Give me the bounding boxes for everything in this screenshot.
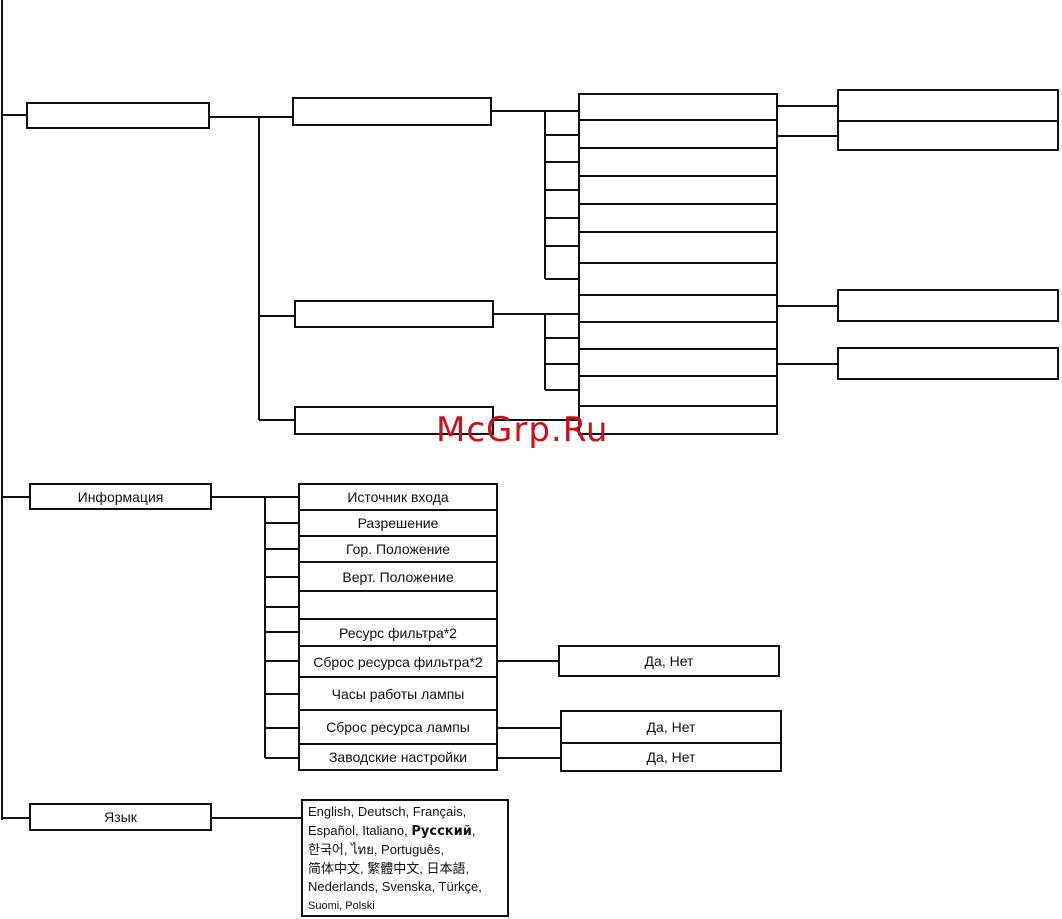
language-list-line: Suomi, Polski xyxy=(308,899,375,912)
language-list-line: 简体中文, 繁體中文, 日本語, xyxy=(308,860,470,876)
info-item-filter-hours: Ресурс фильтра*2 xyxy=(298,618,498,647)
filter-reset-options: Да, Нет xyxy=(558,645,780,677)
info-item-lamp-hours: Часы работы лампы xyxy=(298,676,498,711)
info-item-input-source: Источник входа xyxy=(298,483,498,511)
info-item-resolution: Разрешение xyxy=(298,509,498,537)
menu-item-level2-a xyxy=(292,97,492,126)
submenu-a-item-4 xyxy=(578,175,778,205)
submenu-a-item-3 xyxy=(578,147,778,177)
info-item-factory-settings: Заводские настройки xyxy=(298,743,498,771)
factory-settings-options: Да, Нет xyxy=(560,742,782,772)
menu-item-level2-c xyxy=(294,406,494,435)
submenu-a-item-5 xyxy=(578,203,778,233)
language-russian-selected: Русский xyxy=(411,823,472,839)
info-item-h-position: Гор. Положение xyxy=(298,535,498,563)
language-list-line: Nederlands, Svenska, Türkçe, xyxy=(308,879,482,894)
language-list-line: English, Deutsch, Français, xyxy=(308,804,467,819)
menu-item-level2-b xyxy=(294,300,494,328)
info-item-lamp-reset: Сброс ресурса лампы xyxy=(298,709,498,745)
submenu-a-item-2 xyxy=(578,119,778,149)
submenu-b-option-2 xyxy=(837,347,1059,380)
language-list-line: 한국어, ไทย, Português, xyxy=(308,842,444,857)
submenu-a-item-7 xyxy=(578,262,778,296)
submenu-a-option-2 xyxy=(837,120,1059,151)
menu-item-level1-top xyxy=(26,102,210,129)
info-item-filter-reset: Сброс ресурса фильтра*2 xyxy=(298,645,498,678)
submenu-c-item-1 xyxy=(578,405,778,435)
submenu-a-option-1 xyxy=(837,89,1059,122)
submenu-a-item-6 xyxy=(578,231,778,264)
submenu-b-item-3 xyxy=(578,348,778,377)
info-item-blank xyxy=(298,590,498,620)
submenu-b-item-4 xyxy=(578,375,778,407)
submenu-b-item-1 xyxy=(578,294,778,323)
menu-item-language: Язык xyxy=(29,803,212,831)
menu-item-information: Информация xyxy=(29,483,212,510)
submenu-a-item-1 xyxy=(578,93,778,121)
language-list-line: Español, Italiano, Русский, xyxy=(308,822,476,839)
watermark-text: McGrp.Ru xyxy=(436,410,609,450)
submenu-b-option-1 xyxy=(837,289,1059,322)
lamp-reset-options: Да, Нет xyxy=(560,710,782,744)
language-list: English, Deutsch, Français, Español, Ita… xyxy=(301,799,509,917)
submenu-b-item-2 xyxy=(578,321,778,350)
info-item-v-position: Верт. Положение xyxy=(298,561,498,592)
